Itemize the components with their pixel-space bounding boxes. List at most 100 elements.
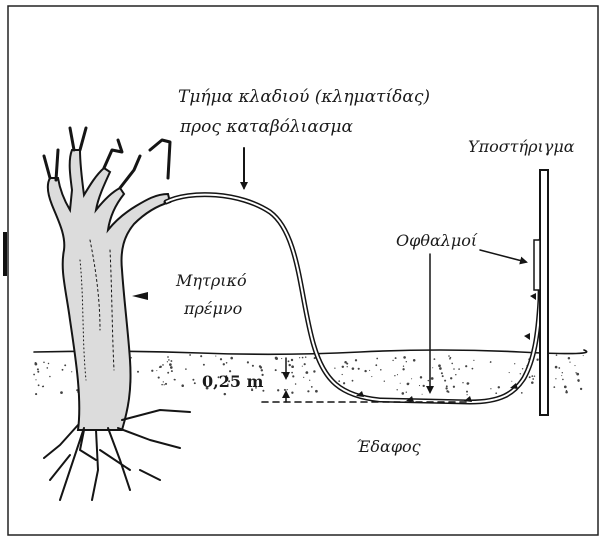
soil-speckle [247,361,249,363]
soil-speckle [347,366,348,367]
soil-speckle [306,372,308,374]
soil-speckle [161,384,163,386]
mother-pointer [132,292,148,300]
soil-speckle [62,369,64,371]
soil-speckle [171,370,173,372]
soil-speckle [162,364,164,366]
soil-speckle [33,374,35,376]
soil-speckle [451,363,453,365]
soil-speckle [562,372,563,373]
cane-label-line1: Τμήμα κλαδιού (κληματίδας) [178,87,430,107]
soil-speckle [578,381,579,382]
soil-speckle [311,386,313,388]
soil-speckle [158,377,160,379]
soil-speckle [406,392,407,393]
mother-label-line2: πρέμνο [183,299,242,318]
soil-speckle [580,388,582,390]
soil-speckle [520,373,521,374]
soil-speckle [369,370,370,371]
soil-speckle [380,369,382,371]
soil-speckle [449,358,451,360]
soil-speckle [37,371,39,373]
soil-speckle [64,364,66,366]
soil-speckle [450,377,452,379]
soil-speckle [71,371,72,372]
soil-speckle [446,390,448,392]
soil-speckle [167,372,169,374]
soil-speckle [395,357,397,359]
soil-speckle [558,367,560,369]
soil-speckle [156,370,157,371]
soil-speckle [422,394,423,395]
soil-speckle [260,366,262,368]
soil-speckle [37,368,39,370]
soil-speckle [224,393,226,395]
soil-speckle [433,358,435,360]
support-label: Υποστήριγμα [468,137,575,156]
soil-speckle [277,389,279,391]
soil-speckle [472,368,474,370]
soil-speckle [281,372,282,373]
soil-speckle [462,382,463,383]
soil-speckle [35,393,37,395]
soil-speckle [334,368,335,369]
soil-speckle [226,362,228,364]
soil-speckle [223,363,225,365]
soil-speckle [555,366,558,369]
soil-speckle [291,392,293,394]
soil-speckle [522,368,523,369]
soil-speckle [402,392,405,395]
soil-speckle [302,357,304,359]
soil-speckle [448,355,450,357]
soil-speckle [428,380,429,381]
soil-speckle [42,386,43,387]
soil-speckle [343,382,345,384]
soil-speckle [299,357,300,358]
soil-speckle [151,370,153,372]
soil-speckle [432,367,433,368]
trunk [48,150,170,430]
soil-speckle [305,356,307,358]
left-edge-mark [3,232,7,276]
soil-speckle [403,356,406,359]
soil-speckle [376,358,378,360]
soil-speckle [532,378,534,380]
soil-speckle [288,360,290,362]
soil-speckle [400,383,401,384]
soil-speckle [498,386,500,388]
soil-speckle [194,382,196,384]
soil-speckle [453,368,455,370]
soil-speckle [531,381,534,384]
soil-speckle [566,390,567,391]
soil-speckle [167,361,168,362]
soil-speckle [553,386,555,388]
soil-speckle [60,391,63,394]
soil-speckle [355,359,357,361]
soil-speckle [303,377,304,378]
soil-speckle [167,356,169,358]
soil-speckle [309,380,310,381]
soil-speckle [46,367,48,369]
soil-speckle [453,386,455,388]
soil-speckle [181,384,184,387]
soil-speckle [364,370,366,372]
soil-speckle [442,375,444,377]
cane-label-line2: προς καταβόλιασμα [179,117,353,137]
soil-speckle [215,356,216,357]
soil-speckle [185,368,187,370]
soil-speckle [352,367,355,370]
soil-speckle [275,369,277,371]
mother-vine [44,128,190,500]
soil-speckle [423,385,425,387]
soil-speckle [534,375,535,376]
soil-speckle [252,365,254,367]
soil-speckle [315,390,318,393]
soil-speckle [137,371,139,373]
soil-speckle [189,354,191,356]
soil-speckle [284,389,286,391]
cane-tip [534,240,540,290]
bud-marks [356,293,536,402]
soil-speckle [406,361,407,362]
soil-speckle [230,357,233,360]
soil-speckle [394,375,395,376]
